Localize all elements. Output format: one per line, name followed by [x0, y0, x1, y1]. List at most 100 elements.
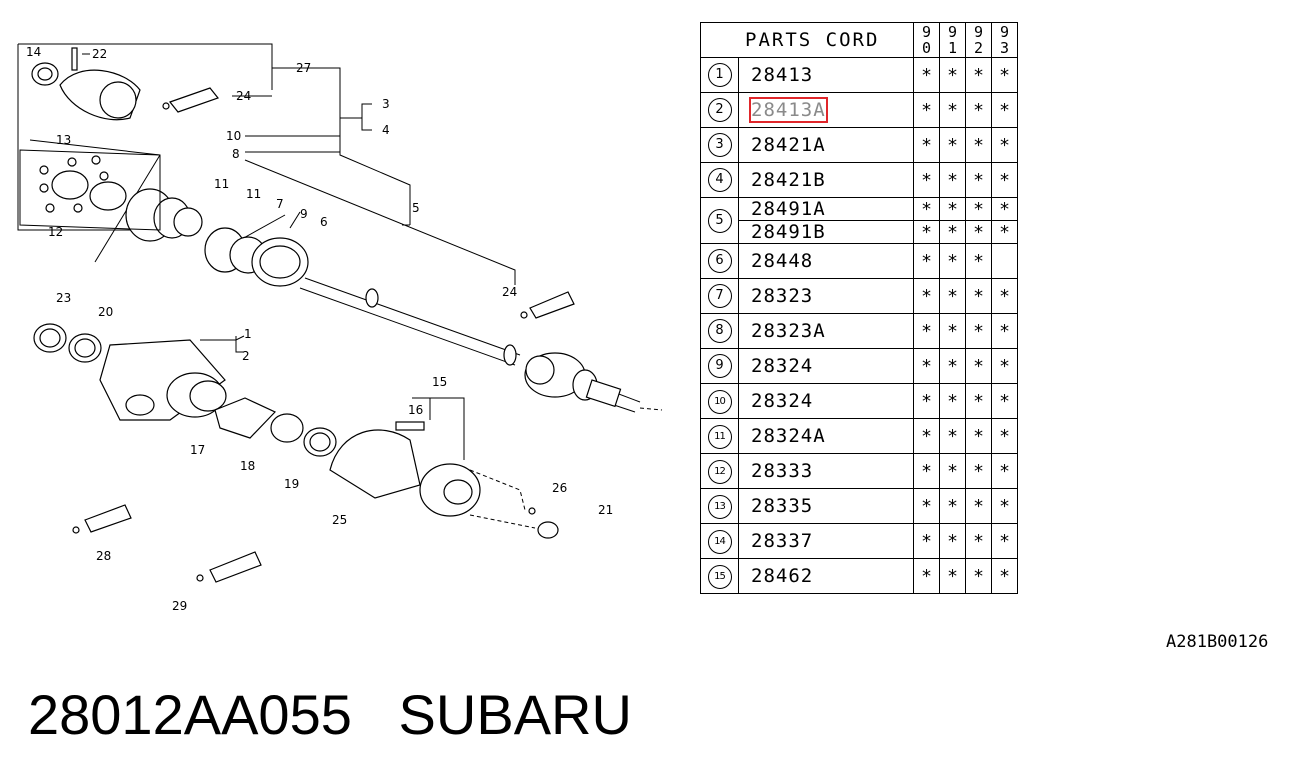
part-code[interactable]: 28421A	[751, 134, 826, 156]
part-code[interactable]: 28333	[751, 460, 814, 482]
item-number: 12	[700, 453, 739, 489]
callout-20: 20	[98, 305, 113, 319]
part-code[interactable]: 28337	[751, 530, 814, 552]
part-code-cell[interactable]: 28324	[738, 348, 914, 384]
callout-23: 23	[56, 291, 71, 305]
year-availability-mark: *	[965, 127, 992, 163]
part-code-cell[interactable]: 28462	[738, 558, 914, 594]
callout-14: 14	[26, 45, 41, 59]
parts-diagram: 14 22 27 24 3 4 10 8 13 12 11 11 7 9 6 5…	[17, 43, 663, 613]
year-availability-mark: *	[991, 127, 1018, 163]
callout-26: 26	[552, 481, 567, 495]
callout-27: 27	[296, 61, 311, 75]
part-code[interactable]: 28491A	[751, 198, 826, 220]
year-availability-mark: *	[939, 278, 966, 314]
part-code[interactable]: 28462	[751, 565, 814, 587]
circled-number: 2	[707, 98, 732, 122]
year-availability-mark: *	[991, 197, 1018, 221]
part-code[interactable]: 28491B	[751, 221, 826, 243]
callout-18: 18	[240, 459, 255, 473]
part-code-cell[interactable]: 28323A	[738, 313, 914, 349]
hub-assembly	[329, 421, 559, 539]
year-availability-mark: *	[965, 523, 992, 559]
part-code-cell[interactable]: 28324A	[738, 418, 914, 454]
callout-9: 9	[300, 207, 308, 221]
reference-code: A281B00126	[1166, 632, 1269, 652]
year-availability-mark: *	[965, 220, 992, 244]
part-code-cell[interactable]: 28337	[738, 523, 914, 559]
leader-lines	[17, 43, 516, 460]
callout-17: 17	[190, 443, 205, 457]
part-code-cell[interactable]: 28413	[738, 57, 914, 93]
callout-16: 16	[408, 403, 423, 417]
year-availability-mark: *	[965, 383, 992, 419]
part-code[interactable]: 28323	[751, 285, 814, 307]
part-code[interactable]: 28324	[751, 390, 814, 412]
part-code-cell[interactable]: 28323	[738, 278, 914, 314]
callout-labels: 14 22 27 24 3 4 10 8 13 12 11 11 7 9 6 5…	[26, 45, 613, 613]
part-code-cell[interactable]: 28448	[738, 243, 914, 279]
year-availability-mark: *	[913, 558, 940, 594]
part-code[interactable]: 28323A	[751, 320, 826, 342]
table-row[interactable]: 28491B****	[701, 220, 1018, 244]
year-availability-mark: *	[965, 488, 992, 524]
part-code-cell[interactable]: 28413A	[738, 92, 914, 128]
item-number: 1	[700, 57, 739, 93]
year-availability-mark: *	[965, 558, 992, 594]
year-availability-mark: *	[991, 453, 1018, 489]
part-code-highlighted[interactable]: 28413A	[749, 97, 828, 123]
year-availability-mark: *	[913, 278, 940, 314]
part-code[interactable]: 28413	[751, 64, 814, 86]
year-availability-mark: *	[939, 558, 966, 594]
part-code[interactable]: 28448	[751, 250, 814, 272]
part-code[interactable]: 28324	[751, 355, 814, 377]
year-availability-mark: *	[939, 127, 966, 163]
item-number: 10	[700, 383, 739, 419]
year-availability-mark: *	[939, 418, 966, 454]
item-number: 8	[700, 313, 739, 349]
callout-2: 2	[242, 349, 250, 363]
item-number: 6	[700, 243, 739, 279]
callout-28: 28	[96, 549, 111, 563]
year-availability-mark: *	[965, 453, 992, 489]
callout-11-a: 11	[214, 177, 229, 191]
circled-number: 11	[707, 424, 732, 449]
callout-12: 12	[48, 225, 63, 239]
year-availability-mark: *	[991, 488, 1018, 524]
footer-title: 28012AA055 SUBARU	[28, 682, 632, 747]
part-code-cell[interactable]: 28324	[738, 383, 914, 419]
part-code-cell[interactable]: 28421B	[738, 162, 914, 198]
item-number: 11	[700, 418, 739, 454]
part-code-cell[interactable]: 28491B	[738, 220, 914, 244]
circled-number: 3	[707, 133, 732, 157]
year-availability-mark: *	[913, 220, 940, 244]
outer-cv-joint	[524, 352, 622, 408]
part-code[interactable]: 28324A	[751, 425, 826, 447]
part-code[interactable]: 28421B	[751, 169, 826, 191]
circled-number: 12	[707, 459, 732, 484]
part-code-cell[interactable]: 28421A	[738, 127, 914, 163]
part-code-cell[interactable]: 28491A	[738, 197, 914, 221]
part-code[interactable]: 28335	[751, 495, 814, 517]
part-code-cell[interactable]: 28335	[738, 488, 914, 524]
callout-22: 22	[92, 47, 107, 61]
knuckle-assembly	[33, 323, 337, 457]
item-number: 5	[700, 197, 739, 244]
part-code-cell[interactable]: 28333	[738, 453, 914, 489]
